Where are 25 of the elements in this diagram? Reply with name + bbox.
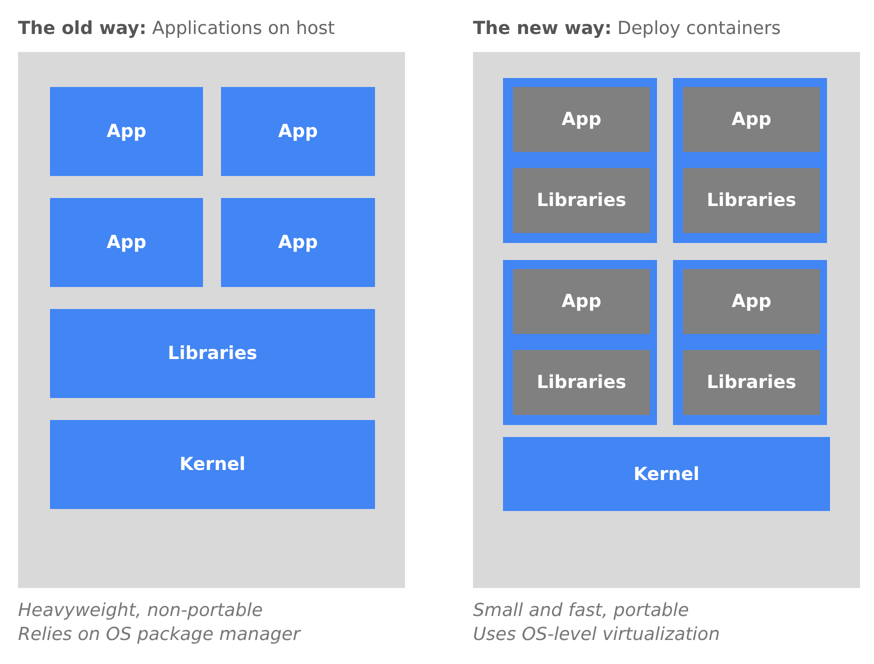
layer-block: App <box>50 198 203 287</box>
container-box <box>673 78 827 243</box>
layer-block: Libraries <box>513 350 650 415</box>
caption-text: Relies on OS package manager <box>18 624 300 645</box>
caption-text: Small and fast, portable <box>473 600 689 621</box>
caption-text: Uses OS-level virtualization <box>473 624 720 645</box>
container-box <box>673 260 827 425</box>
layer-block: Libraries <box>50 309 375 398</box>
layer-block: App <box>683 87 820 152</box>
layer-block: App <box>50 87 203 176</box>
layer-block: App <box>221 198 375 287</box>
panel-heading: The new way: Deploy containers <box>473 18 781 39</box>
layer-block: Libraries <box>513 168 650 233</box>
layer-block: Libraries <box>683 350 820 415</box>
panel-heading: The old way: Applications on host <box>18 18 335 39</box>
layer-block: Kernel <box>503 437 830 511</box>
layer-block: App <box>513 269 650 334</box>
caption-text: Heavyweight, non-portable <box>18 600 263 621</box>
container-box <box>503 78 657 243</box>
layer-block: App <box>683 269 820 334</box>
layer-block: App <box>221 87 375 176</box>
layer-block: Libraries <box>683 168 820 233</box>
layer-block: App <box>513 87 650 152</box>
container-box <box>503 260 657 425</box>
layer-block: Kernel <box>50 420 375 509</box>
